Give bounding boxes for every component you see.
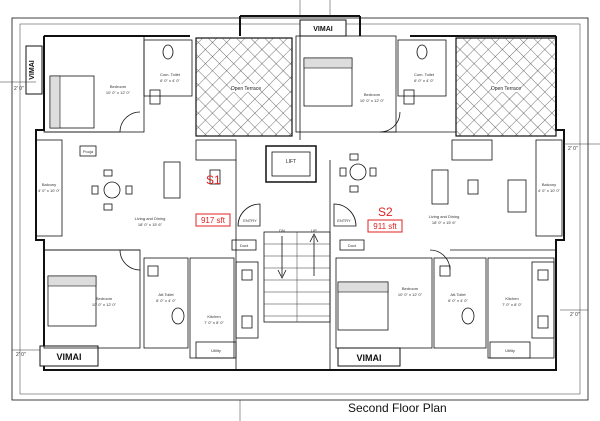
living-dining-right: Living and Dining 18' 0" x 15' 6" — [339, 139, 527, 225]
living-dining-left: Living and Dining 18' 0" x 15' 6" Pooja — [79, 139, 237, 227]
bed-bottom-right: Bedroom 10' 0" x 12' 0" — [337, 281, 423, 331]
vimai-sign-top-left: VIMAI — [25, 45, 43, 95]
svg-text:Open Terrace: Open Terrace — [491, 86, 521, 92]
bed-top-right: Bedroom 10' 0" x 12' 0" — [303, 57, 385, 107]
svg-text:VIMAI: VIMAI — [356, 353, 381, 363]
svg-text:10' 0" x 12' 0": 10' 0" x 12' 0" — [92, 302, 117, 307]
svg-text:10' 0" x 12' 0": 10' 0" x 12' 0" — [360, 98, 385, 103]
vimai-sign-bottom-right: VIMAI — [337, 347, 401, 367]
plan-title: Second Floor Plan — [348, 401, 447, 415]
vimai-sign-top-center: VIMAI — [299, 19, 347, 37]
svg-text:7' 0" x 8' 0": 7' 0" x 8' 0" — [204, 320, 224, 325]
svg-text:Open Terrace: Open Terrace — [231, 86, 261, 92]
svg-text:Living and Dining: Living and Dining — [429, 214, 460, 219]
com-toilet-right: Com. Toilet 6' 0" x 4' 0" — [403, 44, 435, 105]
balcony-left: Balcony 4' 0" x 10' 0" — [35, 139, 63, 237]
svg-text:6' 0" x 4' 0": 6' 0" x 4' 0" — [414, 78, 434, 83]
svg-text:Duct: Duct — [348, 243, 357, 248]
com-toilet-left: Com. Toilet 6' 0" x 4' 0" — [149, 44, 181, 105]
open-terrace-right: Open Terrace — [455, 37, 557, 137]
svg-text:S1: S1 — [206, 173, 221, 187]
kitchen-left: Kitchen 7' 0" x 8' 0" — [204, 261, 259, 339]
svg-text:Living and Dining: Living and Dining — [135, 216, 166, 221]
svg-text:Duct: Duct — [240, 243, 249, 248]
svg-text:2' 0": 2' 0" — [16, 352, 26, 358]
open-terrace-left: Open Terrace — [195, 37, 293, 137]
unit-s1-label: S1 917 sft — [195, 173, 231, 227]
svg-text:6' 0" x 4' 0": 6' 0" x 4' 0" — [156, 298, 176, 303]
svg-text:Utility: Utility — [505, 348, 515, 353]
kitchen-right: Kitchen 7' 0" x 8' 0" — [502, 261, 555, 339]
att-toilet-left: Att.Toilet 6' 0" x 4' 0" — [147, 265, 185, 325]
svg-text:4' 0" x 10' 0": 4' 0" x 10' 0" — [38, 188, 61, 193]
svg-text:UP: UP — [311, 228, 317, 233]
svg-text:Balcony: Balcony — [542, 182, 556, 187]
svg-text:Att.Toilet: Att.Toilet — [158, 292, 174, 297]
svg-text:Balcony: Balcony — [42, 182, 56, 187]
svg-text:Bedroom: Bedroom — [96, 296, 113, 301]
svg-text:2' 0": 2' 0" — [568, 146, 578, 152]
svg-text:2' 0": 2' 0" — [14, 86, 24, 92]
svg-text:ENTRY: ENTRY — [337, 218, 351, 223]
svg-text:Bedroom: Bedroom — [402, 286, 419, 291]
svg-text:VIMAI: VIMAI — [313, 26, 333, 33]
staircase: DN UP — [263, 228, 331, 323]
svg-text:917 sft: 917 sft — [201, 216, 226, 225]
svg-text:7' 0" x 8' 0": 7' 0" x 8' 0" — [502, 302, 522, 307]
utility-left: Utility — [195, 341, 237, 359]
lift: LIFT — [265, 145, 317, 183]
svg-text:ENTRY: ENTRY — [243, 218, 257, 223]
svg-text:S2: S2 — [378, 205, 393, 219]
svg-text:Com. Toilet: Com. Toilet — [414, 72, 435, 77]
svg-text:18' 0" x 15' 6": 18' 0" x 15' 6" — [138, 222, 163, 227]
svg-text:DN: DN — [279, 228, 285, 233]
plot-boundary — [11, 17, 589, 401]
svg-text:2' 0": 2' 0" — [570, 312, 580, 318]
unit-s2-label: S2 911 sft — [367, 205, 403, 233]
svg-text:Att.Toilet: Att.Toilet — [450, 292, 466, 297]
svg-text:Pooja: Pooja — [83, 149, 94, 154]
svg-text:LIFT: LIFT — [286, 159, 296, 165]
bed-bottom-left: Bedroom 10' 0" x 12' 0" — [47, 275, 117, 327]
svg-text:10' 0" x 12' 0": 10' 0" x 12' 0" — [106, 90, 131, 95]
svg-text:18' 0" x 15' 6": 18' 0" x 15' 6" — [432, 220, 457, 225]
svg-text:4' 0" x 10' 0": 4' 0" x 10' 0" — [538, 188, 561, 193]
svg-text:Kitchen: Kitchen — [207, 314, 220, 319]
svg-text:6' 0" x 4' 0": 6' 0" x 4' 0" — [160, 78, 180, 83]
utility-right: Utility — [489, 341, 531, 359]
svg-text:VIMAI: VIMAI — [56, 352, 81, 362]
svg-text:6' 0" x 4' 0": 6' 0" x 4' 0" — [448, 298, 468, 303]
svg-text:Kitchen: Kitchen — [505, 296, 518, 301]
balcony-right: Balcony 4' 0" x 10' 0" — [535, 139, 563, 237]
svg-text:Bedroom: Bedroom — [110, 84, 127, 89]
svg-text:Utility: Utility — [211, 348, 221, 353]
svg-text:10' 0" x 12' 0": 10' 0" x 12' 0" — [398, 292, 423, 297]
vimai-sign-bottom-left: VIMAI — [39, 345, 99, 367]
svg-text:Bedroom: Bedroom — [364, 92, 381, 97]
svg-text:VIMAI: VIMAI — [29, 60, 36, 80]
att-toilet-right: Att.Toilet 6' 0" x 4' 0" — [439, 265, 475, 325]
svg-text:911 sft: 911 sft — [373, 222, 397, 231]
svg-text:Com. Toilet: Com. Toilet — [160, 72, 181, 77]
bed-top-left: Bedroom 10' 0" x 12' 0" — [49, 75, 131, 129]
